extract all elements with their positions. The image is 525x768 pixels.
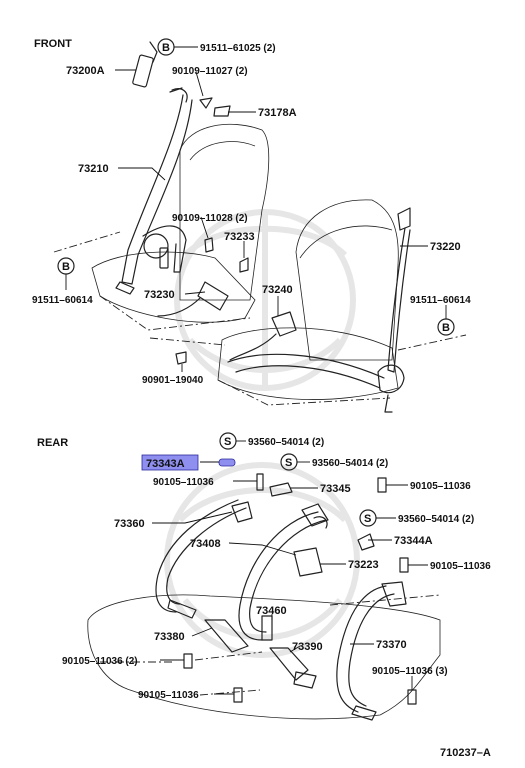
label-91511-61025: 91511–61025 (2) <box>200 43 276 54</box>
front-left-belt-assembly <box>115 41 249 365</box>
cover-73344a <box>357 533 375 551</box>
label-90109-11028: 90109–11028 (2) <box>172 213 248 224</box>
bolt-90105-11036-2 <box>183 653 193 669</box>
front-right-seat <box>149 199 467 406</box>
label-73220: 73220 <box>430 241 461 253</box>
cover-73343a-highlighted <box>218 458 236 467</box>
label-73210: 73210 <box>78 163 109 175</box>
rear-center-belt-73408 <box>238 503 329 641</box>
bracket-73223 <box>293 547 323 577</box>
label-90901-19040: 90901–19040 <box>142 375 204 386</box>
label-93560-54014-b: 93560–54014 (2) <box>312 458 388 469</box>
circle-s-letter: S <box>285 457 292 469</box>
label-90109-11027: 90109–11027 (2) <box>172 66 248 77</box>
label-91511-60614-right: 91511–60614 <box>410 295 471 306</box>
label-91511-60614-left: 91511–60614 <box>32 295 93 306</box>
label-73370: 73370 <box>376 639 407 651</box>
label-93560-54014-c: 93560–54014 (2) <box>398 514 474 525</box>
label-73233: 73233 <box>224 231 255 243</box>
label-73178a: 73178A <box>258 107 297 119</box>
buckle-73240 <box>271 311 297 337</box>
label-73223: 73223 <box>348 559 379 571</box>
bolt-90105-11036-b <box>377 477 387 493</box>
label-73200a: 73200A <box>66 65 105 77</box>
cover-73178a <box>213 105 231 117</box>
front-left-seat <box>53 123 270 331</box>
bolt-90109-11027 <box>199 97 213 109</box>
cover-73233 <box>239 257 249 273</box>
circle-b-letter: B <box>442 322 450 334</box>
circle-s-letter: S <box>364 513 371 525</box>
shoulder-anchor-adjuster <box>132 54 154 88</box>
cover-73345 <box>269 482 293 497</box>
label-73344a: 73344A <box>394 535 433 547</box>
watermark-emblem <box>164 209 360 658</box>
rear-left-belt-73360 <box>155 499 253 619</box>
bolt-90105-11036-d <box>233 687 243 703</box>
label-90105-11036-d: 90105–11036 <box>138 690 199 701</box>
bolt-90105-11036-3 <box>407 689 417 705</box>
buckle-73460 <box>261 615 273 641</box>
front-right-belt-assembly <box>227 207 411 413</box>
label-73380: 73380 <box>154 631 185 643</box>
buckle-73380 <box>204 619 249 653</box>
buckle-73230 <box>197 281 229 311</box>
label-93560-54014-a: 93560–54014 (2) <box>248 437 324 448</box>
front-section-title: FRONT <box>34 38 72 50</box>
rear-seat-cushion <box>87 594 441 720</box>
label-73460: 73460 <box>256 605 287 617</box>
label-73390: 73390 <box>292 641 323 653</box>
front-leader-lines <box>65 46 447 372</box>
label-73343a[interactable]: 73343A <box>146 458 185 470</box>
bolt-90105-11036-c <box>399 557 409 573</box>
label-73408: 73408 <box>190 538 221 550</box>
figure-number: 710237–A <box>440 747 491 759</box>
rear-leader-lines <box>152 440 428 695</box>
rear-buckles <box>204 615 317 689</box>
label-73240: 73240 <box>262 284 293 296</box>
bolt-90109-11028 <box>204 237 214 253</box>
bolt-90105-11036-a <box>256 473 264 491</box>
bolt-90901-19040 <box>175 351 187 365</box>
label-90105-11036-c: 90105–11036 <box>430 561 491 572</box>
buckle-73390 <box>269 647 309 681</box>
label-73345: 73345 <box>320 483 351 495</box>
label-73360: 73360 <box>114 518 145 530</box>
highlight-box-73343a <box>141 454 199 471</box>
rear-hardware <box>183 458 417 705</box>
label-90105-11036-b: 90105–11036 <box>410 481 471 492</box>
label-90105-11036-3: 90105–11036 (3) <box>372 666 448 677</box>
label-73230: 73230 <box>144 289 175 301</box>
label-90105-11036-2: 90105–11036 (2) <box>62 656 138 667</box>
rear-right-belt-73370 <box>336 533 407 721</box>
circle-s-letter: S <box>224 436 231 448</box>
circle-b-letter: B <box>62 261 70 273</box>
circle-b-letter: B <box>162 42 170 54</box>
label-90105-11036-a: 90105–11036 <box>153 477 214 488</box>
rear-section-title: REAR <box>37 437 68 449</box>
